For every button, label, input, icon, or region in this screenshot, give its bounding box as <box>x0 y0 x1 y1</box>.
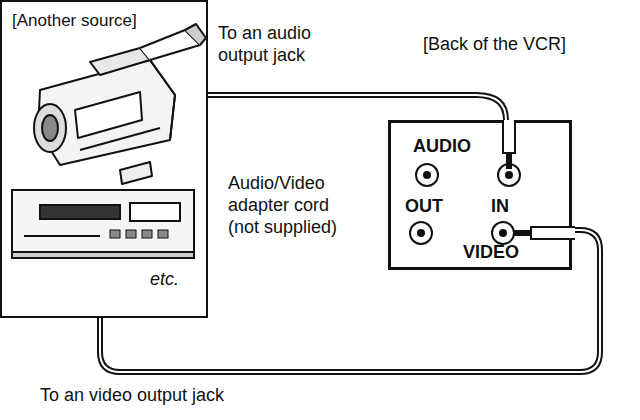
cord-end-label: To an video output jack <box>40 384 300 406</box>
jack-hole <box>499 229 507 237</box>
jack-hole <box>505 171 513 179</box>
box-heading: etc. <box>150 268 179 290</box>
cord-core <box>208 95 506 120</box>
jack-label: OUT <box>405 195 443 217</box>
jack-label: VIDEO <box>463 241 519 263</box>
source-box: [Another source] etc. <box>0 0 208 318</box>
cord-outline <box>208 95 506 120</box>
jack-ring <box>492 222 514 244</box>
video-plug-tip <box>513 230 531 236</box>
jack-label: IN <box>491 195 509 217</box>
jack-ring <box>416 164 438 186</box>
vcr-jack-panel: [Back of the VCR]AUDIOOUTINVIDEO <box>388 120 572 270</box>
box-heading: [Another source] <box>12 10 137 32</box>
jack-ring <box>410 222 432 244</box>
vcr-drawing <box>12 190 194 258</box>
camcorder-drawing <box>34 24 206 184</box>
adapter-cord <box>208 95 506 120</box>
audio-plug <box>503 120 515 153</box>
jack-label: AUDIO <box>413 135 471 157</box>
cord-end-label: To an audio output jack <box>218 22 343 66</box>
jack-hole <box>417 229 425 237</box>
cord-label: Audio/Video adapter cord (not supplied) <box>228 172 356 238</box>
box-heading: [Back of the VCR] <box>423 33 566 55</box>
video-plug <box>531 227 575 239</box>
jack-hole <box>423 171 431 179</box>
audio-plug-tip <box>506 153 512 169</box>
